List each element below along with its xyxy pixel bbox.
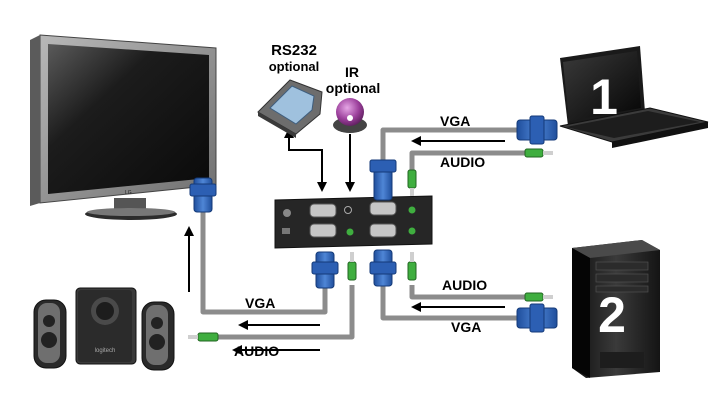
kvm-switch [274, 195, 433, 249]
right-speaker [141, 301, 175, 371]
kvm-audio-out [347, 252, 357, 281]
desktop-vga-label: VGA [451, 319, 482, 335]
desktop-tower [572, 240, 660, 378]
speaker-audio-jack [188, 332, 219, 342]
monitor: LG [30, 34, 217, 220]
rs232-label: RS232 [271, 42, 317, 59]
laptop-audio-label: AUDIO [440, 154, 486, 170]
laptop [559, 46, 709, 148]
laptop-audio-cable [409, 150, 530, 170]
desktop-vga-connector [516, 303, 558, 333]
laptop-audio-jack [524, 148, 553, 158]
ir-receiver [333, 98, 367, 133]
monitor-vga-label: VGA [245, 295, 276, 311]
speakers: logitech [33, 287, 175, 371]
kvm-vga-in-1 [369, 159, 397, 201]
desktop-audio-cable [409, 285, 530, 300]
laptop-vga-connector [516, 115, 558, 145]
cables [200, 127, 530, 340]
subwoofer: logitech [75, 287, 137, 365]
arrow-rs232 [288, 136, 327, 192]
speaker-audio-cable [205, 285, 355, 340]
laptop-vga-label: VGA [440, 113, 471, 129]
desktop-audio-jack [524, 292, 553, 302]
monitor-vga-connector [189, 177, 217, 213]
laptop-vga-cable [380, 127, 528, 160]
left-speaker [33, 299, 67, 369]
desktop-number: 2 [598, 287, 626, 343]
rs232-touch-panel [257, 79, 323, 138]
rs232-optional-label: optional [268, 59, 320, 74]
speaker-audio-label: AUDIO [234, 343, 280, 359]
arrows [184, 128, 505, 355]
monitor-vga-cable [200, 210, 328, 315]
kvm-audio-in-1 [407, 169, 417, 196]
laptop-number: 1 [590, 69, 618, 125]
speaker-brand-logo: logitech [95, 348, 116, 354]
monitor-brand-logo: LG [125, 190, 132, 196]
ir-optional-label: optional [325, 80, 381, 96]
desktop-vga-cable [380, 285, 528, 321]
desktop-audio-label: AUDIO [442, 277, 488, 293]
kvm-vga-out [311, 251, 339, 289]
kvm-audio-in-2 [407, 252, 417, 281]
ir-label: IR [345, 64, 359, 80]
kvm-vga-in-2 [369, 249, 397, 287]
